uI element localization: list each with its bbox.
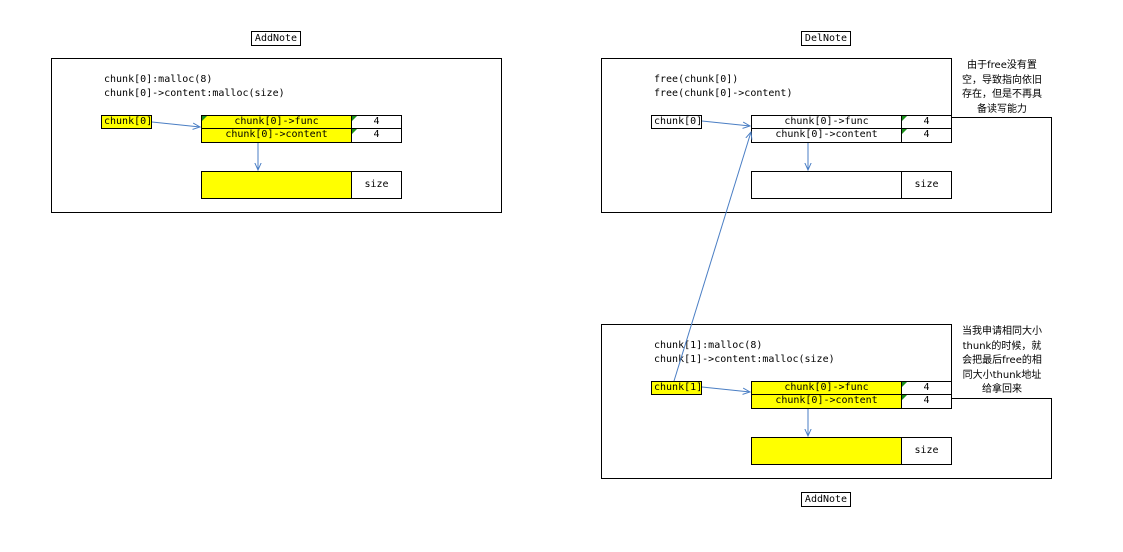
panel2-func-size-text: 4 — [923, 116, 930, 127]
panel2-data-size-text: size — [914, 179, 939, 190]
panel3-content-size-text: 4 — [923, 395, 930, 406]
corner-mark — [202, 116, 207, 121]
panel1-content-size: 4 — [351, 128, 402, 143]
addnote-label-top: AddNote — [251, 31, 301, 46]
panel3-data-size: size — [901, 437, 952, 465]
panel3-note-line-1: 当我申请相同大小 — [962, 326, 1042, 337]
panel3-note-line-5: 给拿回来 — [982, 384, 1022, 395]
corner-mark — [902, 116, 907, 121]
panel3-note-box — [951, 324, 1052, 399]
corner-mark — [902, 129, 907, 134]
panel1-pointer-chunk0: chunk[0] — [101, 115, 152, 129]
panel3-data-block — [751, 437, 902, 465]
panel2-note-line-1: 由于free没有置 — [967, 60, 1037, 71]
panel2-content-label: chunk[0]->content — [775, 129, 878, 140]
panel3-func-label: chunk[0]->func — [784, 382, 869, 393]
panel3-note-line-3: 会把最后free的相 — [962, 355, 1042, 366]
panel1-content-label: chunk[0]->content — [225, 129, 328, 140]
panel1-func-label: chunk[0]->func — [234, 116, 319, 127]
panel2-pointer-chunk0: chunk[0] — [651, 115, 702, 129]
corner-mark — [352, 129, 357, 134]
panel3-note-line-2: thunk的时候，就 — [962, 340, 1042, 352]
panel1-code-line-1: chunk[0]:malloc(8) — [104, 74, 213, 85]
panel3-content-label: chunk[0]->content — [775, 395, 878, 406]
corner-mark — [902, 382, 907, 387]
panel1-data-size-text: size — [364, 179, 389, 190]
corner-mark — [902, 395, 907, 400]
panel3-code-line-1: chunk[1]:malloc(8) — [654, 340, 763, 351]
panel1-data-size: size — [351, 171, 402, 199]
addnote-label-bottom: AddNote — [801, 492, 851, 507]
panel2-note-line-4: 备读写能力 — [977, 103, 1027, 115]
panel3-code-line-2: chunk[1]->content:malloc(size) — [654, 354, 835, 365]
panel1-code-line-2: chunk[0]->content:malloc(size) — [104, 88, 285, 99]
panel1-data-block — [201, 171, 352, 199]
arrow-chunk1-to-freed-chunk — [673, 132, 751, 382]
panel2-code-line-2: free(chunk[0]->content) — [654, 88, 793, 99]
panel2-note-line-3: 存在，但是不再具 — [962, 89, 1042, 100]
panel1-content-size-text: 4 — [373, 129, 380, 140]
panel3-content-size: 4 — [901, 394, 952, 409]
panel2-note-line-2: 空，导致指向依旧 — [962, 74, 1042, 86]
panel2-content-size-text: 4 — [923, 129, 930, 140]
panel2-func-size: 4 — [901, 115, 952, 129]
arrow-chunk0-to-func — [151, 121, 200, 127]
panel2-func-label: chunk[0]->func — [784, 116, 869, 127]
panel2-code-line-1: free(chunk[0]) — [654, 74, 739, 85]
panel1-content-cell: chunk[0]->content — [201, 128, 352, 143]
panel3-note: 当我申请相同大小 thunk的时候，就 会把最后free的相 同大小thunk地… — [952, 325, 1052, 398]
panel3-pointer-chunk1: chunk[1] — [651, 381, 702, 395]
panel1-func-size-text: 4 — [373, 116, 380, 127]
panel2-content-size: 4 — [901, 128, 952, 143]
panel2-note: 由于free没有置 空，导致指向依旧 存在，但是不再具 备读写能力 — [952, 59, 1052, 117]
panel2-note-box — [951, 58, 1052, 118]
panel3-func-size-text: 4 — [923, 382, 930, 393]
panel3-note-line-4: 同大小thunk地址 — [962, 369, 1042, 381]
arrow-chunk1-to-func — [701, 386, 750, 392]
panel3-data-size-text: size — [914, 445, 939, 456]
arrow-chunk0-to-freed-func — [701, 120, 750, 126]
delnote-label: DelNote — [801, 31, 851, 46]
panel2-data-size: size — [901, 171, 952, 199]
corner-mark — [352, 116, 357, 121]
panel2-data-block — [751, 171, 902, 199]
